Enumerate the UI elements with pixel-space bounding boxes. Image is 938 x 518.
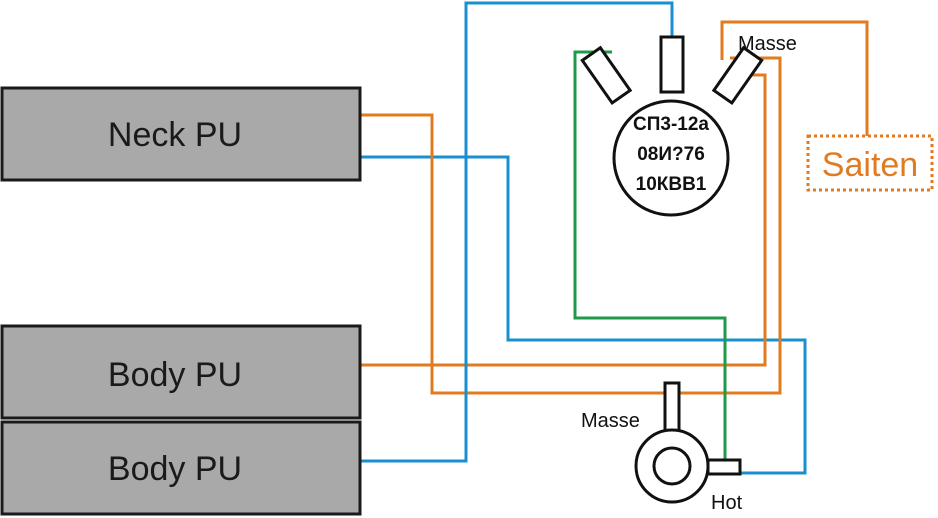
jack-hot-label: Hot — [711, 492, 743, 514]
wire-body-bottom-blue — [360, 1, 674, 463]
pot-marking-line1: СП3-12а — [633, 114, 709, 135]
neck-pickup-label: Neck PU — [108, 116, 242, 154]
pot-body — [612, 99, 730, 217]
strings-ground: Saiten — [806, 134, 934, 192]
jack-inner-ring — [652, 446, 692, 486]
neck-pickup-body — [0, 86, 362, 182]
pot-lug-right — [711, 45, 764, 106]
jack-ground-label: Masse — [581, 410, 640, 432]
output-jack: Masse Hot — [581, 381, 743, 514]
pot-lug-middle — [659, 35, 685, 94]
pot-ground-label: Masse — [738, 33, 797, 55]
body-pickup-bottom: Body PU — [0, 420, 362, 516]
wire-green — [573, 50, 727, 462]
wire-neck-orange — [360, 56, 782, 395]
wire-neck-blue — [360, 155, 807, 475]
body-pickup-top: Body PU — [0, 324, 362, 420]
strings-box — [806, 134, 934, 192]
potentiometer: СП3-12а 08И?76 10КВВ1 Masse — [580, 33, 797, 217]
body-pickup-bottom-label: Body PU — [108, 450, 242, 488]
body-pickup-top-label: Body PU — [108, 356, 242, 394]
pot-marking-line3: 10КВВ1 — [636, 174, 707, 195]
pot-marking-line2: 08И?76 — [637, 144, 705, 165]
wire-strings-ground — [720, 20, 869, 136]
neck-pickup: Neck PU — [0, 86, 362, 182]
wires — [360, 1, 869, 475]
strings-label: Saiten — [822, 146, 918, 184]
jack-hot-lug — [706, 458, 742, 476]
body-pickup-top-body — [0, 324, 362, 420]
pot-lug-left — [580, 45, 633, 106]
body-pickup-bottom-body — [0, 420, 362, 516]
